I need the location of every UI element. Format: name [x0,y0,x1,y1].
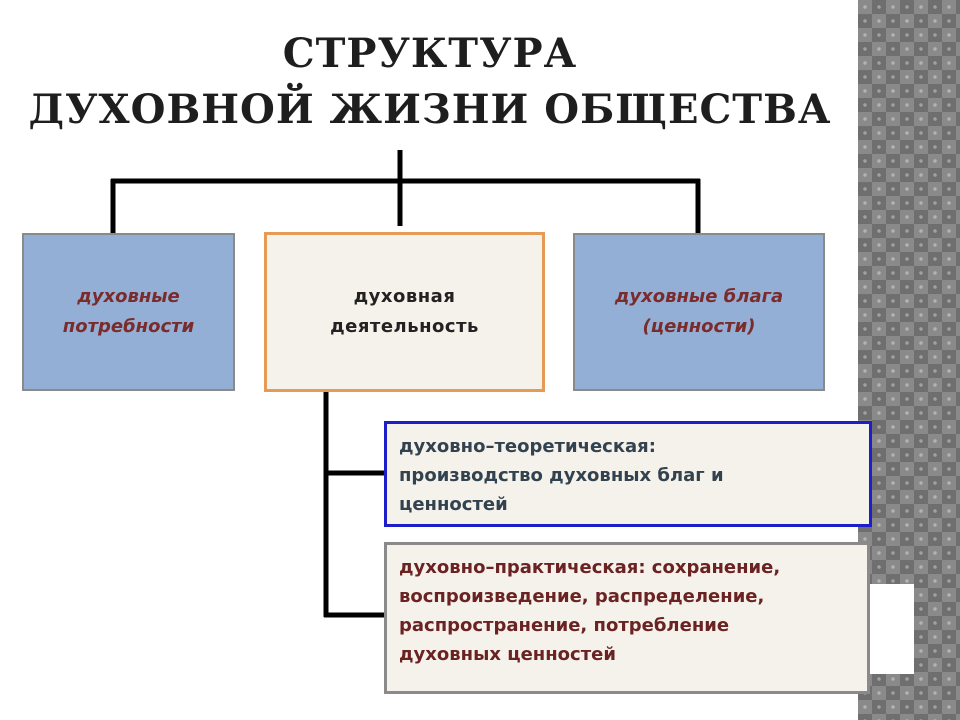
node-spiritual-needs: духовные потребности [22,233,235,391]
diagram-title-line-2: ДУХОВНОЙ ЖИЗНИ ОБЩЕСТВА [28,86,832,133]
activity-type-practical-text: духовно–практическая: сохранение, воспро… [399,557,781,665]
activity-type-practical: духовно–практическая: сохранение, воспро… [384,542,870,694]
node-spiritual-goods: духовные блага (ценности) [573,233,825,391]
decorative-side-pattern [858,0,960,720]
node-spiritual-activity-label: духовная деятельность [330,286,479,337]
node-spiritual-goods-label: духовные блага (ценности) [614,286,784,337]
activity-type-theoretical: духовно–теоретическая: производство духо… [384,421,872,527]
node-spiritual-needs-label: духовные потребности [62,286,195,337]
node-spiritual-activity: духовная деятельность [264,232,545,392]
activity-type-theoretical-text: духовно–теоретическая: производство духо… [399,436,724,515]
diagram-title-line-1: СТРУКТУРА [282,30,578,77]
decorative-white-patch [862,584,914,674]
